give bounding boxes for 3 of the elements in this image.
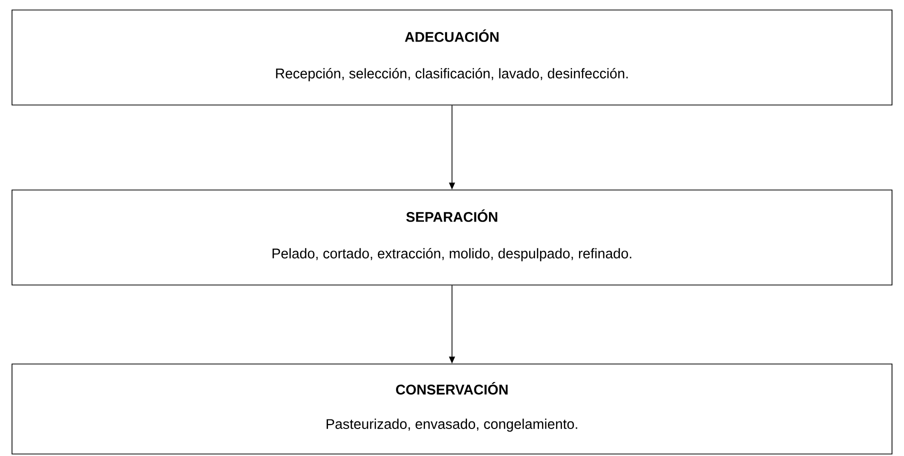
process-box: CONSERVACIÓN Pasteurizado, envasado, congelamiento. [12,364,892,454]
process-box: ADECUACIÓN Recepción, selección, clasificación, lavado, desinfección. [12,10,892,106]
process-box: SEPARACIÓN Pelado, cortado, extracción, molido, despulpado, refinado. [12,190,892,286]
